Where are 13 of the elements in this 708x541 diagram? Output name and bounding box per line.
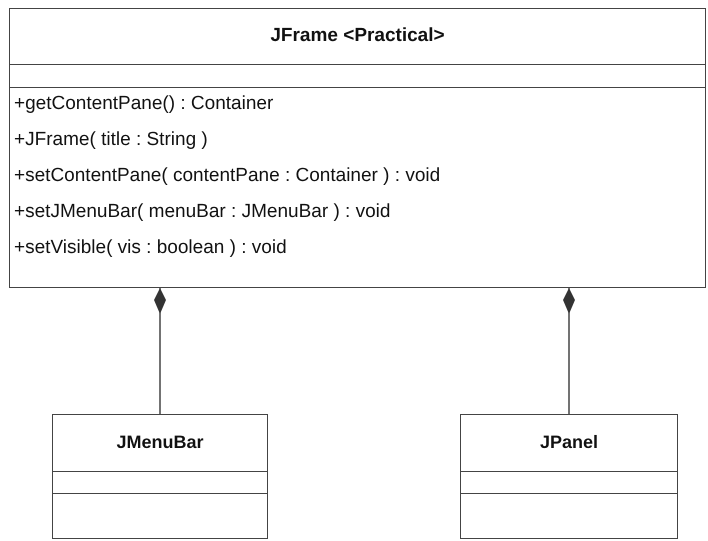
class-name: JFrame <Practical> xyxy=(269,25,446,48)
method-signature: +getContentPane() : Container xyxy=(14,93,274,115)
method-signature: +JFrame( title : String ) xyxy=(14,129,208,151)
method-signature: +setVisible( vis : boolean ) : void xyxy=(14,237,287,259)
class-box xyxy=(460,414,678,539)
class-box xyxy=(52,414,268,539)
method-signature: +setContentPane( contentPane : Container ) : void xyxy=(14,165,440,187)
composition-line xyxy=(154,288,166,414)
class-name: JPanel xyxy=(538,432,600,454)
class-box xyxy=(9,8,706,288)
class-name: JMenuBar xyxy=(115,432,205,454)
method-signature: +setJMenuBar( menuBar : JMenuBar ) : void xyxy=(14,201,390,223)
composition-line xyxy=(563,288,575,414)
